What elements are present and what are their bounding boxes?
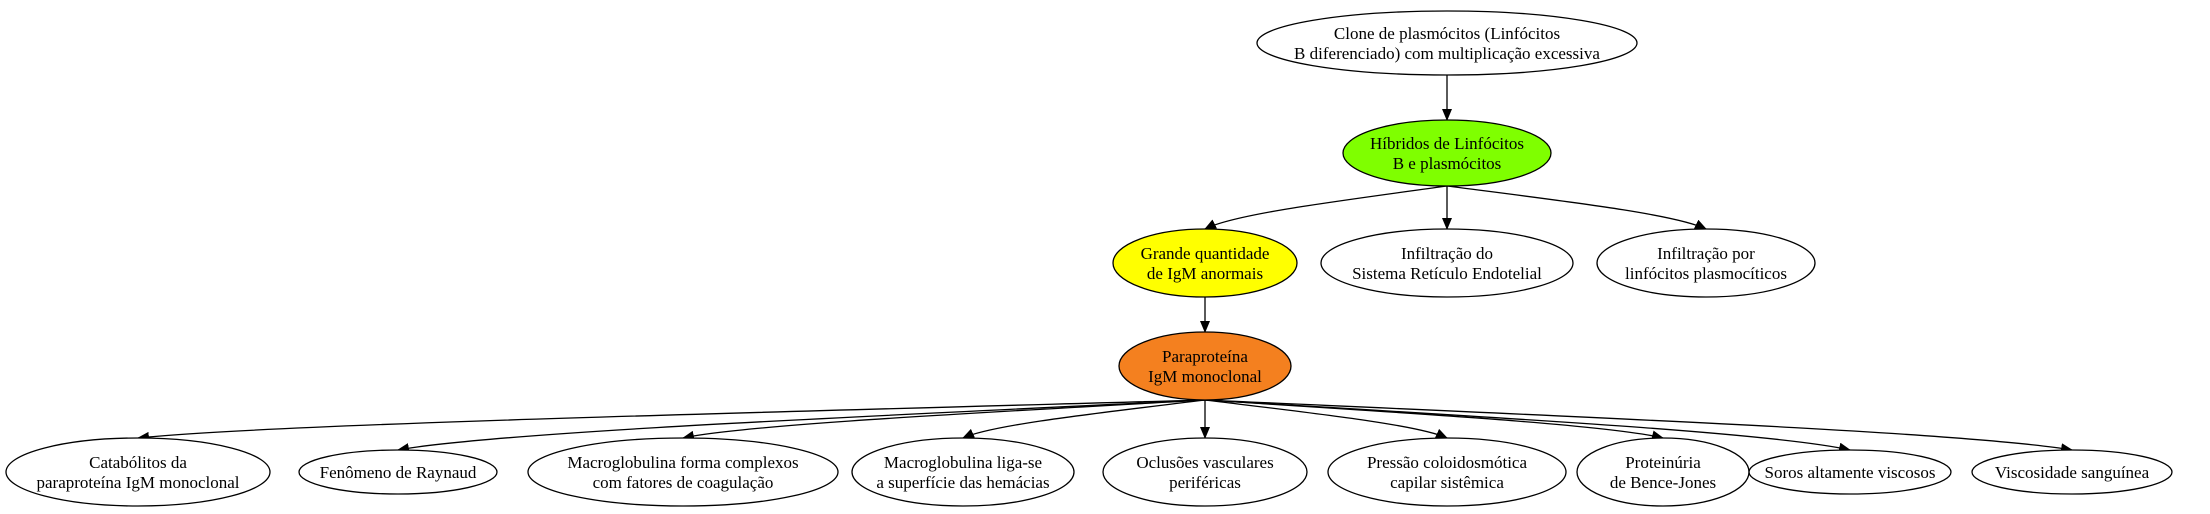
node-infil-linf-label-line-1: Infiltração por [1657,244,1755,263]
node-grande-label-line-2: de IgM anormais [1147,264,1263,283]
node-pressao-label-line-2: capilar sistêmica [1390,473,1504,492]
edge-paraproteina-to-viscosidade [1204,399,2073,454]
node-infil-ret-label-line-1: Infiltração do [1401,244,1493,263]
node-clone-label-line-2: B diferenciado) com multiplicação excess… [1294,44,1600,63]
node-macro-complexos-label-line-1: Macroglobulina forma complexos [567,453,798,472]
node-infil-linf-label-line-2: linfócitos plasmocíticos [1625,264,1787,283]
node-raynaud-label-line-1: Fenômeno de Raynaud [320,463,477,482]
edge-paraproteina-to-raynaud [397,399,1206,453]
node-grande-shape [1112,228,1298,298]
edge-paraproteina-to-soros [1204,399,1851,453]
node-infil-ret-shape [1320,228,1574,298]
node-viscosidade-label-line-1: Viscosidade sanguínea [1995,463,2150,482]
node-raynaud-shape [298,449,498,495]
node-macro-hemacias-label-line-2: a superfície das hemácias [876,473,1049,492]
node-proteinuria-label-line-2: de Bence-Jones [1610,473,1716,492]
edge-hibridos-to-grande [1204,185,1448,230]
node-macro-hemacias-label-line-1: Macroglobulina liga-se [884,453,1042,472]
node-macro-hemacias: Macroglobulina liga-sea superfície das h… [851,437,1075,507]
node-grande-label-line-1: Grande quantidade [1141,244,1270,263]
node-viscosidade: Viscosidade sanguínea [1971,449,2173,495]
edge-paraproteina-to-catabolitos [137,399,1206,442]
node-paraproteina-label-line-2: IgM monoclonal [1148,367,1262,386]
node-hibridos-label-line-2: B e plasmócitos [1393,154,1502,173]
node-oclusoes-label-line-1: Oclusões vasculares [1136,453,1273,472]
node-macro-complexos-shape [527,437,839,507]
node-viscosidade-shape [1971,449,2173,495]
edge-paraproteina-to-proteinuria [1204,399,1664,441]
node-oclusoes-shape [1102,437,1308,507]
node-paraproteina-shape [1118,331,1292,401]
node-proteinuria-shape [1576,437,1750,507]
node-pressao-shape [1327,437,1567,507]
node-macro-hemacias-shape [851,437,1075,507]
node-hibridos-label-line-1: Híbridos de Linfócitos [1370,134,1524,153]
node-pressao-label-line-1: Pressão coloidosmótica [1367,453,1528,472]
edge-paraproteina-to-macro-hemacias [962,399,1206,439]
node-catabolitos-label-line-1: Catabólitos da [89,453,187,472]
edges-layer [137,75,2073,454]
node-infil-linf-shape [1596,228,1816,298]
node-catabolitos-label-line-2: paraproteína IgM monoclonal [37,473,240,492]
node-clone-label-line-1: Clone de plasmócitos (Linfócitos [1334,24,1560,43]
edge-paraproteina-to-macro-complexos [682,399,1206,441]
edge-paraproteina-to-pressao [1204,399,1448,439]
node-soros-shape [1748,449,1952,495]
node-clone-shape [1256,10,1638,76]
node-oclusoes-label-line-2: periféricas [1169,473,1241,492]
edge-hibridos-to-infil-linf [1446,185,1707,230]
node-macro-complexos-label-line-2: com fatores de coagulação [593,473,774,492]
node-catabolitos-shape [5,437,271,507]
node-raynaud: Fenômeno de Raynaud [298,449,498,495]
node-infil-ret-label-line-2: Sistema Retículo Endotelial [1352,264,1542,283]
node-paraproteina-label-line-1: Paraproteína [1162,347,1248,366]
node-hibridos-shape [1342,119,1552,187]
node-soros: Soros altamente viscosos [1748,449,1952,495]
node-proteinuria-label-line-1: Proteinúria [1625,453,1701,472]
node-soros-label-line-1: Soros altamente viscosos [1765,463,1936,482]
